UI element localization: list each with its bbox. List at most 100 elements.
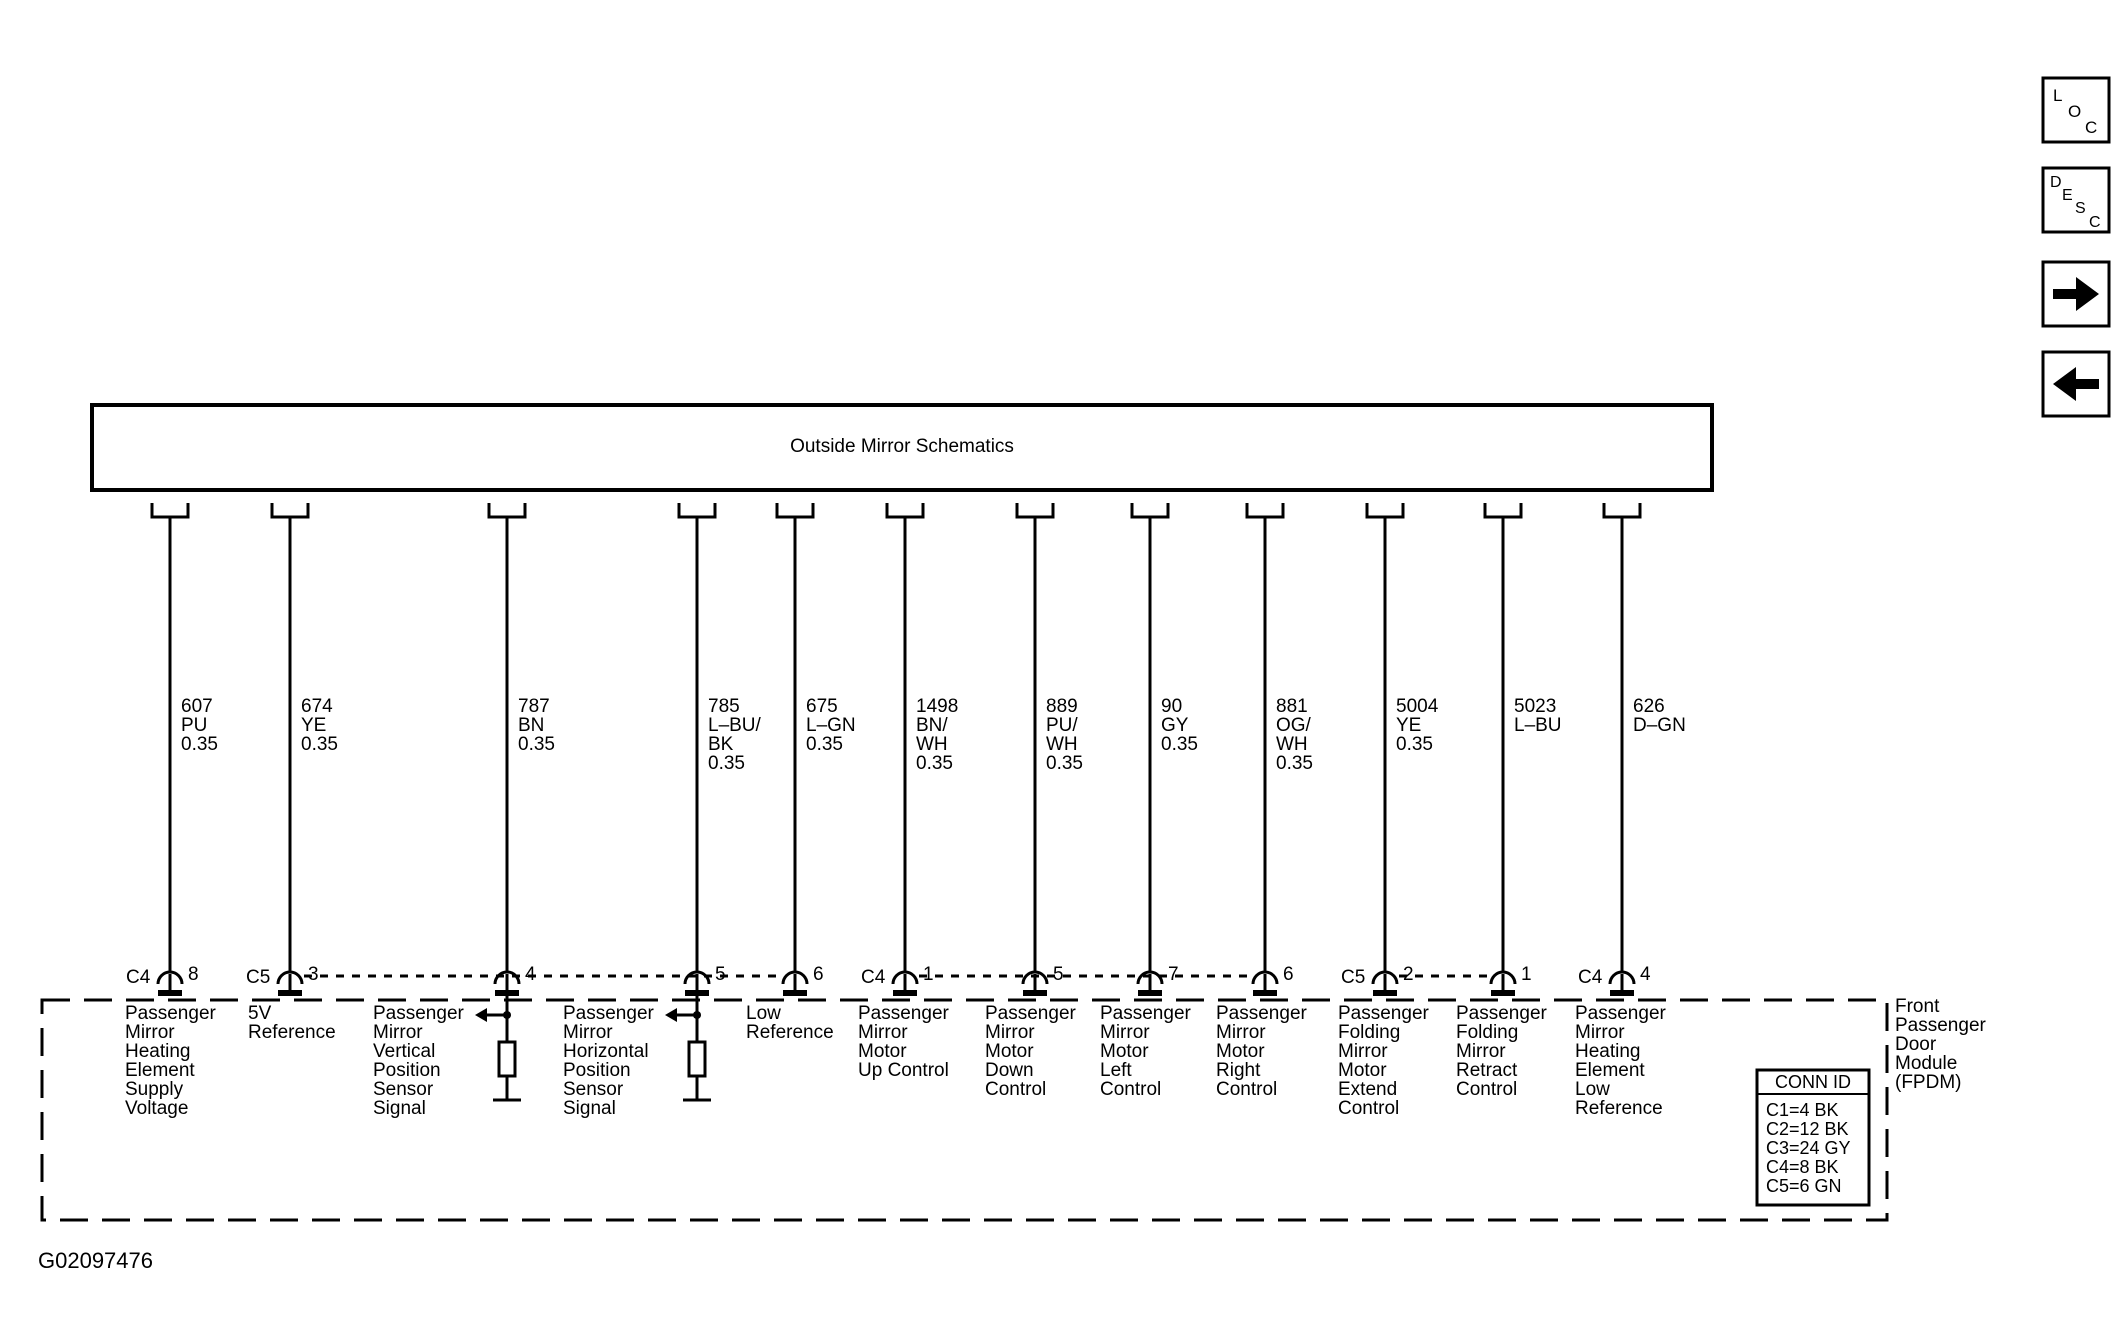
pin-number: 8 (188, 964, 199, 985)
wire-label: 0.35 (916, 753, 953, 774)
wire-label: L–GN (806, 715, 856, 736)
wire-label: D–GN (1633, 715, 1686, 736)
circuit-function-label: 5V (248, 1003, 272, 1024)
desc-letter: C (2089, 214, 2101, 231)
pin-number: 5 (1053, 964, 1064, 985)
pin-marker (1610, 990, 1634, 996)
connector-terminal[interactable] (1489, 970, 1517, 985)
wire-label: YE (301, 715, 326, 736)
top-terminal[interactable] (1365, 503, 1405, 519)
circuit-function-label: Passenger (985, 1003, 1077, 1024)
loc-button[interactable]: L O C (2041, 76, 2111, 144)
desc-letter: S (2075, 200, 2086, 217)
back-button[interactable] (2041, 350, 2111, 418)
connector-name: C4 (1578, 967, 1603, 988)
svg-text:Door: Door (1895, 1034, 1937, 1055)
circuit-function-label: Passenger (563, 1003, 655, 1024)
connector-terminal[interactable] (891, 970, 919, 985)
circuit-function-label: Signal (373, 1098, 426, 1119)
junction-dot (693, 1011, 701, 1019)
wire-label: 0.35 (181, 734, 218, 755)
arrow-right-icon (2053, 277, 2099, 311)
wire-label: 785 (708, 696, 740, 717)
wire-label: WH (916, 734, 948, 755)
wire-label: GY (1161, 715, 1189, 736)
circuit-function-label: Motor (1338, 1060, 1387, 1081)
wire-label: 607 (181, 696, 213, 717)
top-terminal[interactable] (1130, 503, 1170, 519)
pin-number: 4 (525, 964, 536, 985)
arrow-left-icon (2053, 367, 2099, 401)
next-button[interactable] (2041, 260, 2111, 328)
connector-terminal[interactable] (276, 970, 304, 985)
connector-name: C5 (246, 967, 270, 988)
wire-label: 0.35 (806, 734, 843, 755)
connector-terminal[interactable] (683, 970, 711, 985)
pin-marker (1373, 990, 1397, 996)
wire-label: 0.35 (1276, 753, 1313, 774)
wire-label: 0.35 (1161, 734, 1198, 755)
circuit-function-label: Down (985, 1060, 1034, 1081)
wire-label: YE (1396, 715, 1421, 736)
circuit-function-label: Extend (1338, 1079, 1397, 1100)
circuit-function-label: Passenger (1216, 1003, 1308, 1024)
junction-dot (503, 1011, 511, 1019)
circuit-function-label: Mirror (1338, 1041, 1388, 1062)
wire-label: OG/ (1276, 715, 1312, 736)
pin-marker (158, 990, 182, 996)
circuit-function-label: Signal (563, 1098, 616, 1119)
connector-terminal[interactable] (156, 970, 184, 985)
connector-terminal[interactable] (493, 970, 521, 985)
circuit-function-label: Voltage (125, 1098, 188, 1119)
top-terminal[interactable] (487, 503, 527, 519)
svg-text:Module: Module (1895, 1053, 1957, 1074)
wire-label: 0.35 (1396, 734, 1433, 755)
circuit-function-label: Motor (1100, 1041, 1149, 1062)
connector-terminal[interactable] (1136, 970, 1164, 985)
circuit-function-label: Mirror (125, 1022, 175, 1043)
pin-number: 5 (715, 964, 726, 985)
connector-terminal[interactable] (781, 970, 809, 985)
wire-label: 1498 (916, 696, 958, 717)
connector-terminal[interactable] (1021, 970, 1049, 985)
circuit-function-label: Mirror (985, 1022, 1035, 1043)
circuit-function-label: Right (1216, 1060, 1261, 1081)
circuit-function-label: Mirror (373, 1022, 423, 1043)
loc-letter: O (2068, 102, 2081, 121)
top-terminal[interactable] (270, 503, 310, 519)
circuit-function-label: Folding (1338, 1022, 1400, 1043)
top-terminal[interactable] (775, 503, 815, 519)
circuit-function-label: Passenger (1575, 1003, 1667, 1024)
circuit-function-label: Passenger (1456, 1003, 1548, 1024)
top-terminal[interactable] (1483, 503, 1523, 519)
conn-id-title: CONN ID (1775, 1072, 1851, 1092)
circuit-function-label: Position (563, 1060, 631, 1081)
conn-id-item: C4=8 BK (1766, 1157, 1839, 1177)
desc-button[interactable]: D E S C (2041, 166, 2111, 234)
circuit-function-label: Retract (1456, 1060, 1518, 1081)
top-terminal[interactable] (885, 503, 925, 519)
top-terminal[interactable] (150, 503, 190, 519)
connector-terminal[interactable] (1371, 970, 1399, 985)
circuit-function-label: Up Control (858, 1060, 949, 1081)
pin-marker (1138, 990, 1162, 996)
arrow-left-icon (665, 1008, 677, 1022)
top-terminal[interactable] (1015, 503, 1055, 519)
connector-terminal[interactable] (1251, 970, 1279, 985)
top-terminal[interactable] (1602, 503, 1642, 519)
circuit-function-label: Reference (746, 1022, 834, 1043)
pin-number: 7 (1168, 964, 1179, 985)
wire-label: 5023 (1514, 696, 1556, 717)
circuit-function-label: Motor (858, 1041, 907, 1062)
top-terminal[interactable] (677, 503, 717, 519)
wire-label: BN/ (916, 715, 948, 736)
outside-mirror-schematics-box[interactable] (90, 403, 1714, 492)
wire-label: 787 (518, 696, 550, 717)
wire-label: 674 (301, 696, 333, 717)
circuit-function-label: Folding (1456, 1022, 1518, 1043)
connector-terminal[interactable] (1608, 970, 1636, 985)
circuit-function-label: Sensor (563, 1079, 624, 1100)
top-terminal[interactable] (1245, 503, 1285, 519)
figure-id: G02097476 (38, 1248, 153, 1273)
